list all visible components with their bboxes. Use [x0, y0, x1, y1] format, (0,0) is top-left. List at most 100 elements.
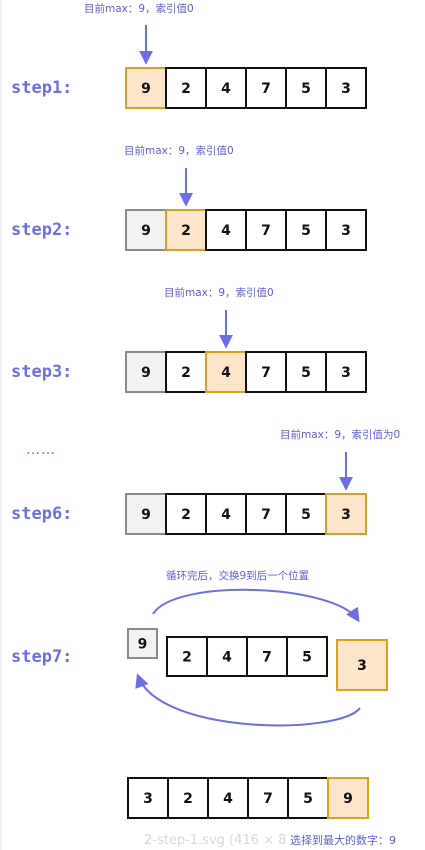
step2-cell-0-box — [125, 209, 167, 251]
step2-cell-4: 5 — [285, 209, 327, 251]
step1-cell-0-box — [125, 67, 167, 109]
step2-cell-2: 4 — [205, 209, 247, 251]
step7-swapped-in-cell: 3 — [336, 639, 388, 691]
step4-cell-1: 2 — [165, 493, 207, 535]
result-cell-2: 4 — [207, 777, 249, 819]
result-cell-0-box — [127, 777, 169, 819]
step7-cell-2-value: 7 — [262, 650, 272, 666]
result-cell-5-box — [327, 777, 369, 819]
step3-cell-2-value: 4 — [221, 365, 231, 381]
step2-cell-5-box — [325, 209, 367, 251]
step3-note: 目前max：9，索引值0 — [164, 287, 274, 299]
step2-cell-3: 7 — [245, 209, 287, 251]
result-cell-2-value: 4 — [223, 791, 233, 807]
swap-arrow-bottom — [135, 673, 361, 727]
step1-cell-2-value: 4 — [221, 81, 231, 97]
step4-cell-1-value: 2 — [181, 507, 191, 523]
step4-cell-5: 3 — [325, 493, 367, 535]
step1-cell-3-box — [245, 67, 287, 109]
step3-cell-2: 4 — [205, 351, 247, 393]
result-cell-0-value: 3 — [143, 791, 153, 807]
result-cell-2-box — [207, 777, 249, 819]
step4-cell-2-value: 4 — [221, 507, 231, 523]
step3-cell-1-value: 2 — [181, 365, 191, 381]
step2-cell-2-value: 4 — [221, 223, 231, 239]
step7-cell-3-box — [286, 636, 328, 677]
step7-cell-2: 7 — [246, 636, 288, 677]
step1-cell-5-box — [325, 67, 367, 109]
step2-cell-4-value: 5 — [301, 223, 311, 239]
step7-swapped-in-cell-box — [336, 639, 388, 691]
step1-cell-4-value: 5 — [301, 81, 311, 97]
step7-cell-0-value: 2 — [182, 650, 192, 666]
step4-cell-0-box — [125, 493, 167, 535]
step2-cell-5: 3 — [325, 209, 367, 251]
step2-cell-1-box — [165, 209, 207, 251]
step2-cell-0-value: 9 — [141, 223, 151, 239]
step7-swapped-in-cell-value: 3 — [357, 658, 367, 674]
step3-cell-1: 2 — [165, 351, 207, 393]
result-cell-4-box — [287, 777, 329, 819]
step4-cell-4-value: 5 — [301, 507, 311, 523]
step2-cell-1-value: 2 — [181, 223, 191, 239]
step2-cell-5-value: 3 — [341, 223, 351, 239]
step7-cell-2-box — [246, 636, 288, 677]
step2-label: step2: — [11, 220, 73, 240]
step1-label: step1: — [11, 78, 73, 98]
step4-cell-3-value: 7 — [261, 507, 271, 523]
step2-cell-1: 2 — [165, 209, 207, 251]
result-note: 选择到最大的数字：9 — [288, 832, 398, 848]
step1-cell-5-value: 3 — [341, 81, 351, 97]
step1-cell-4-box — [285, 67, 327, 109]
step4-cell-4: 5 — [285, 493, 327, 535]
step1-cell-0-value: 9 — [141, 81, 151, 97]
result-cell-5: 9 — [327, 777, 369, 819]
step7-label: step7: — [11, 647, 73, 667]
step7-swapped-out-cell: 9 — [127, 628, 158, 659]
step1-cell-1-value: 2 — [181, 81, 191, 97]
result-cell-5-value: 9 — [343, 791, 353, 807]
ellipsis: …… — [26, 442, 56, 458]
result-cell-3-value: 7 — [263, 791, 273, 807]
image-caption: 2-step-1.svg (416 × 8??) — [144, 833, 306, 848]
result-cell-4-value: 5 — [303, 791, 313, 807]
step4-cell-3: 7 — [245, 493, 287, 535]
step3-cell-5-box — [325, 351, 367, 393]
step3-cell-3: 7 — [245, 351, 287, 393]
step2-cell-0: 9 — [125, 209, 167, 251]
step7-cell-3-value: 5 — [302, 650, 312, 666]
step3-cell-3-value: 7 — [261, 365, 271, 381]
step1-cell-4: 5 — [285, 67, 327, 109]
step3-cell-0-value: 9 — [141, 365, 151, 381]
step1-note: 目前max：9，索引值0 — [84, 3, 194, 15]
step6-note: 目前max：9，索引值为0 — [280, 429, 401, 441]
step4-cell-3-box — [245, 493, 287, 535]
step7-cell-1-value: 4 — [222, 650, 232, 666]
result-cell-0: 3 — [127, 777, 169, 819]
result-cell-1-value: 2 — [183, 791, 193, 807]
step7-swapped-out-cell-value: 9 — [138, 637, 148, 653]
step1-cell-1: 2 — [165, 67, 207, 109]
step4-cell-2: 4 — [205, 493, 247, 535]
step7-cell-3: 5 — [286, 636, 328, 677]
step3-cell-4: 5 — [285, 351, 327, 393]
step3-cell-4-value: 5 — [301, 365, 311, 381]
step1-cell-3-value: 7 — [261, 81, 271, 97]
left-edge-divider — [0, 0, 2, 850]
step1-cell-2-box — [205, 67, 247, 109]
step1-cell-5: 3 — [325, 67, 367, 109]
step7-cell-0: 2 — [166, 636, 208, 677]
step1-cell-2: 4 — [205, 67, 247, 109]
step7-cell-1: 4 — [206, 636, 248, 677]
step4-cell-2-box — [205, 493, 247, 535]
result-cell-4: 5 — [287, 777, 329, 819]
step4-cell-0: 9 — [125, 493, 167, 535]
step2-cell-3-value: 7 — [261, 223, 271, 239]
swap-arrow-top — [152, 588, 360, 623]
result-cell-3: 7 — [247, 777, 289, 819]
step1-cell-0: 9 — [125, 67, 167, 109]
step7-swapped-out-cell-box — [127, 628, 158, 659]
step3-cell-5-value: 3 — [341, 365, 351, 381]
step4-cell-5-box — [325, 493, 367, 535]
